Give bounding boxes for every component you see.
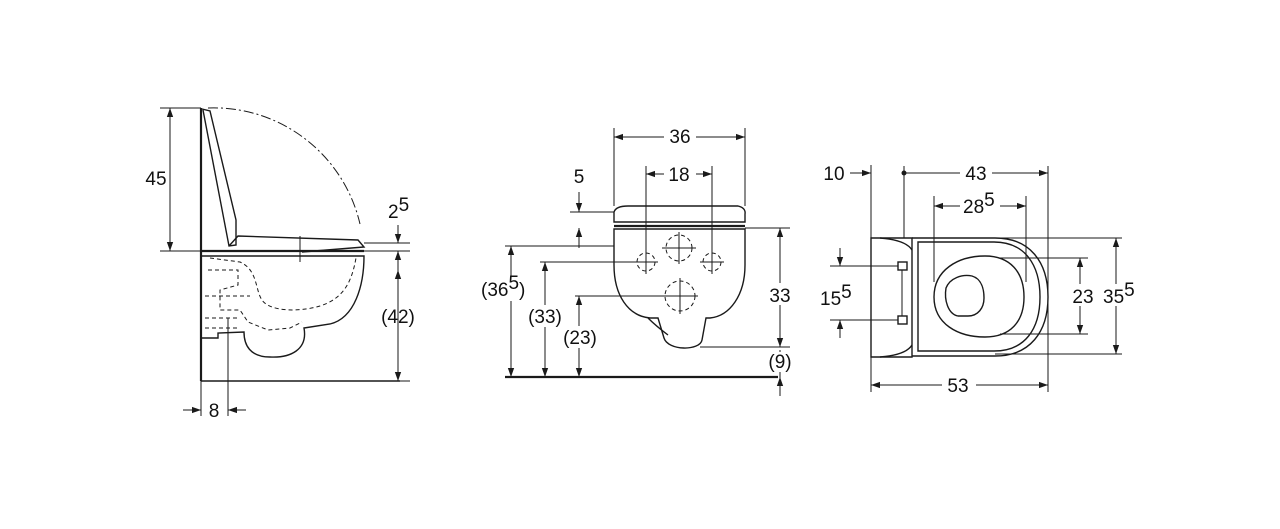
top-water-area [944,274,985,317]
dim-8-label: 8 [209,401,220,422]
lid-swing-arc [207,107,361,225]
hinge-top [897,261,908,271]
dim-45-label: 45 [145,169,166,190]
side-view: 45 25 (42) 8 [145,107,415,422]
top-back-block [870,237,913,358]
hinge-bottom [897,315,908,325]
dim-42-label: (42) [381,307,415,328]
dim-2-5-label: 25 [388,195,409,223]
dim-23-label: 23 [1072,287,1093,308]
dim-36-5-label: (365) [481,273,525,301]
dim-33-paren-label: (33) [528,307,562,328]
dim-23-paren-label: (23) [563,328,597,349]
front-bowl [613,228,746,349]
dim-18-label: 18 [668,165,689,186]
hidden-inner [208,269,303,331]
dim-33-label: 33 [769,286,790,307]
dim-35-5-label: 355 [1103,280,1135,308]
hidden-outlet [205,295,250,329]
bowl-body [201,255,365,358]
dim-36-label: 36 [669,127,690,148]
seat [228,235,366,253]
top-view: 10 43 285 155 23 355 53 [820,161,1144,397]
hidden-trapway [209,257,357,311]
top-inner-bowl [933,255,1025,338]
front-view: 36 18 5 33 (9) (365) (33) (23) [481,124,798,396]
front-fixing-holes [634,232,724,314]
top-seat [917,241,1041,352]
dim-15-5-label: 155 [820,282,852,310]
dim-9-label: (9) [768,352,791,373]
dim-10-label: 10 [823,164,844,185]
dim-5-label: 5 [574,167,585,188]
dim-28-5-label: 285 [963,190,995,218]
lid-open [201,108,237,247]
dim-53-label: 53 [947,376,968,397]
front-lid [613,205,746,223]
dim-43-label: 43 [965,164,986,185]
